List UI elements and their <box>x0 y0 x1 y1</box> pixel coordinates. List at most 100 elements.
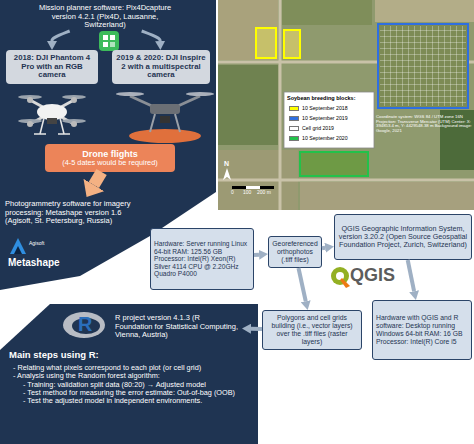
flow-arrow <box>298 268 305 301</box>
drone-illustration <box>129 129 201 143</box>
node-text: 2018: DJI Phantom 4 Pro with an RGB came… <box>9 54 95 81</box>
map-image <box>256 28 276 58</box>
flow-arrow <box>408 260 414 291</box>
steps-box: Main steps using R: - Relating what pixel… <box>6 348 258 442</box>
legend-entry: 10 September 2020 <box>289 135 348 141</box>
map-image <box>284 92 374 148</box>
flow-arrow <box>142 31 160 41</box>
logo-text: R <box>78 313 92 335</box>
drone-illustration <box>71 97 77 103</box>
flight-band: Drone flights(4-5 dates would be require… <box>45 144 175 172</box>
map-image <box>378 24 468 108</box>
drone-illustration <box>58 133 70 135</box>
software-box: QGIS Geographic Information System, vers… <box>334 214 472 260</box>
app-icon <box>110 42 115 47</box>
drone-illustration <box>116 92 144 96</box>
software-logo <box>63 312 105 338</box>
software-logo <box>14 246 22 254</box>
drone-box: 2019 & 2020: DJI Inspire 2 with a multis… <box>112 50 210 84</box>
hardware-box: Hardware: Server running Linux 64-bit RA… <box>150 228 254 290</box>
drone-illustration <box>178 96 200 106</box>
flow-arrow <box>322 246 325 250</box>
legend-swatch <box>289 126 299 131</box>
app-icon <box>103 35 108 40</box>
map-image <box>380 26 466 106</box>
node-subtext: (4-5 dates would be required) <box>48 159 172 167</box>
node-text: Hardware: Server running Linux 64-bit RA… <box>154 240 250 278</box>
drone-illustration <box>37 104 67 120</box>
map-image <box>218 0 278 60</box>
node-text: Photogrammetry software for imagery proc… <box>5 200 149 226</box>
map-image <box>260 186 274 189</box>
app-icon <box>103 42 108 47</box>
flow-arrow <box>94 172 102 185</box>
drone-illustration <box>40 118 44 134</box>
legend-swatch <box>289 136 299 141</box>
drone-box: 2018: DJI Phantom 4 Pro with an RGB came… <box>6 50 98 84</box>
drone-illustration <box>27 97 33 103</box>
node-text: Hardware with QGIS and R software: Deskt… <box>376 314 468 345</box>
drone-illustration <box>34 133 46 135</box>
node-text: QGIS Geographic Information System, vers… <box>338 225 468 250</box>
map-image <box>218 65 278 145</box>
software-box: Photogrammetry software for imagery proc… <box>2 197 152 229</box>
drone-illustration <box>116 92 214 143</box>
flow-arrow <box>52 31 70 41</box>
legend-swatch <box>289 106 299 111</box>
node-text: Georeferenced orthophotos (.tiff files) <box>272 240 318 263</box>
node-text: Main steps using R: <box>9 350 255 361</box>
node-text: Drone flights <box>48 149 172 159</box>
map-image <box>300 152 368 176</box>
legend-entry: 10 September 2019 <box>289 115 348 121</box>
software-box: Mission planner software: Pix4Dcapture v… <box>30 3 180 31</box>
app-icon <box>99 31 119 51</box>
drone-illustration <box>60 118 64 134</box>
drone-illustration <box>186 92 214 96</box>
app-icon <box>110 35 115 40</box>
node-subtext: - Relating what pixels correspond to eac… <box>9 364 255 372</box>
logo-text: Metashape <box>8 257 60 268</box>
map-image <box>218 0 474 210</box>
scale-label: 200 m <box>257 190 271 196</box>
map-image <box>218 0 474 210</box>
software-logo <box>63 312 105 338</box>
process-box: Polygons and cell grids building (i.e., … <box>262 310 362 350</box>
drone-illustration <box>18 95 86 134</box>
map-note: Coordinate system: WGS 84 / UTM zone 16N… <box>376 115 472 134</box>
node-subtext: - Test the adjusted model in independent… <box>9 397 255 405</box>
map-image <box>279 0 282 210</box>
software-box: R project version 4.1.3 (R Foundation fo… <box>112 310 242 344</box>
legend-entry: 10 September 2018 <box>289 105 348 111</box>
legend-swatch <box>289 116 299 121</box>
legend-text: 10 September 2018 <box>302 105 348 111</box>
logo-text: Agisoft <box>29 241 44 247</box>
node-text: 2019 & 2020: DJI Inspire 2 with a multis… <box>115 54 207 81</box>
legend-title: Soybean breeding blocks: <box>287 95 355 101</box>
legend-text: Cell grid 2019 <box>302 125 334 131</box>
drone-illustration <box>27 121 33 127</box>
drone-illustration <box>130 96 152 106</box>
map-image <box>282 0 372 25</box>
flow-arrow <box>251 327 262 331</box>
flow-arrow <box>254 253 259 257</box>
hardware-box: Hardware with QGIS and R software: Deskt… <box>372 300 472 360</box>
software-logo <box>10 238 26 254</box>
legend-text: 10 September 2020 <box>302 135 348 141</box>
map-image <box>375 0 474 22</box>
node-subtext: - Training: validation split data (80:20… <box>9 381 255 389</box>
drone-illustration <box>175 114 180 132</box>
map-image <box>232 186 246 189</box>
map-image <box>300 182 474 210</box>
panel-background <box>0 304 258 444</box>
node-text: Mission planner software: Pix4Dcapture v… <box>33 4 177 30</box>
node-subtext: - Analysis using the Random forest algor… <box>9 372 255 380</box>
data-box: Georeferenced orthophotos (.tiff files) <box>268 236 322 268</box>
scale-label: 0 <box>231 190 234 196</box>
drone-illustration <box>160 116 170 123</box>
node-text: R project version 4.1.3 (R Foundation fo… <box>115 314 239 340</box>
software-logo <box>10 238 26 254</box>
